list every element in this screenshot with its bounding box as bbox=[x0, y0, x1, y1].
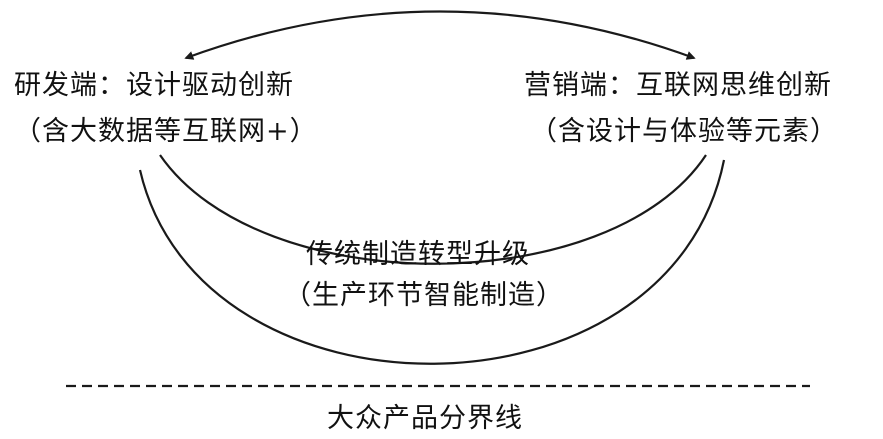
rd-end-subtitle: （含大数据等互联网+） bbox=[14, 116, 318, 147]
rd-end-title: 研发端：设计驱动创新 bbox=[14, 70, 294, 101]
inner-lower-arc bbox=[159, 154, 707, 265]
boundary-label: 大众产品分界线 bbox=[327, 403, 523, 434]
marketing-end-title: 营销端：互联网思维创新 bbox=[524, 70, 832, 101]
outer-lower-arc bbox=[138, 159, 726, 365]
top-double-arrow-arc bbox=[184, 10, 696, 60]
center-subtitle: （生产环节智能制造） bbox=[284, 280, 564, 311]
marketing-end-subtitle: （含设计与体验等元素） bbox=[530, 116, 838, 147]
center-title: 传统制造转型升级 bbox=[306, 239, 530, 270]
